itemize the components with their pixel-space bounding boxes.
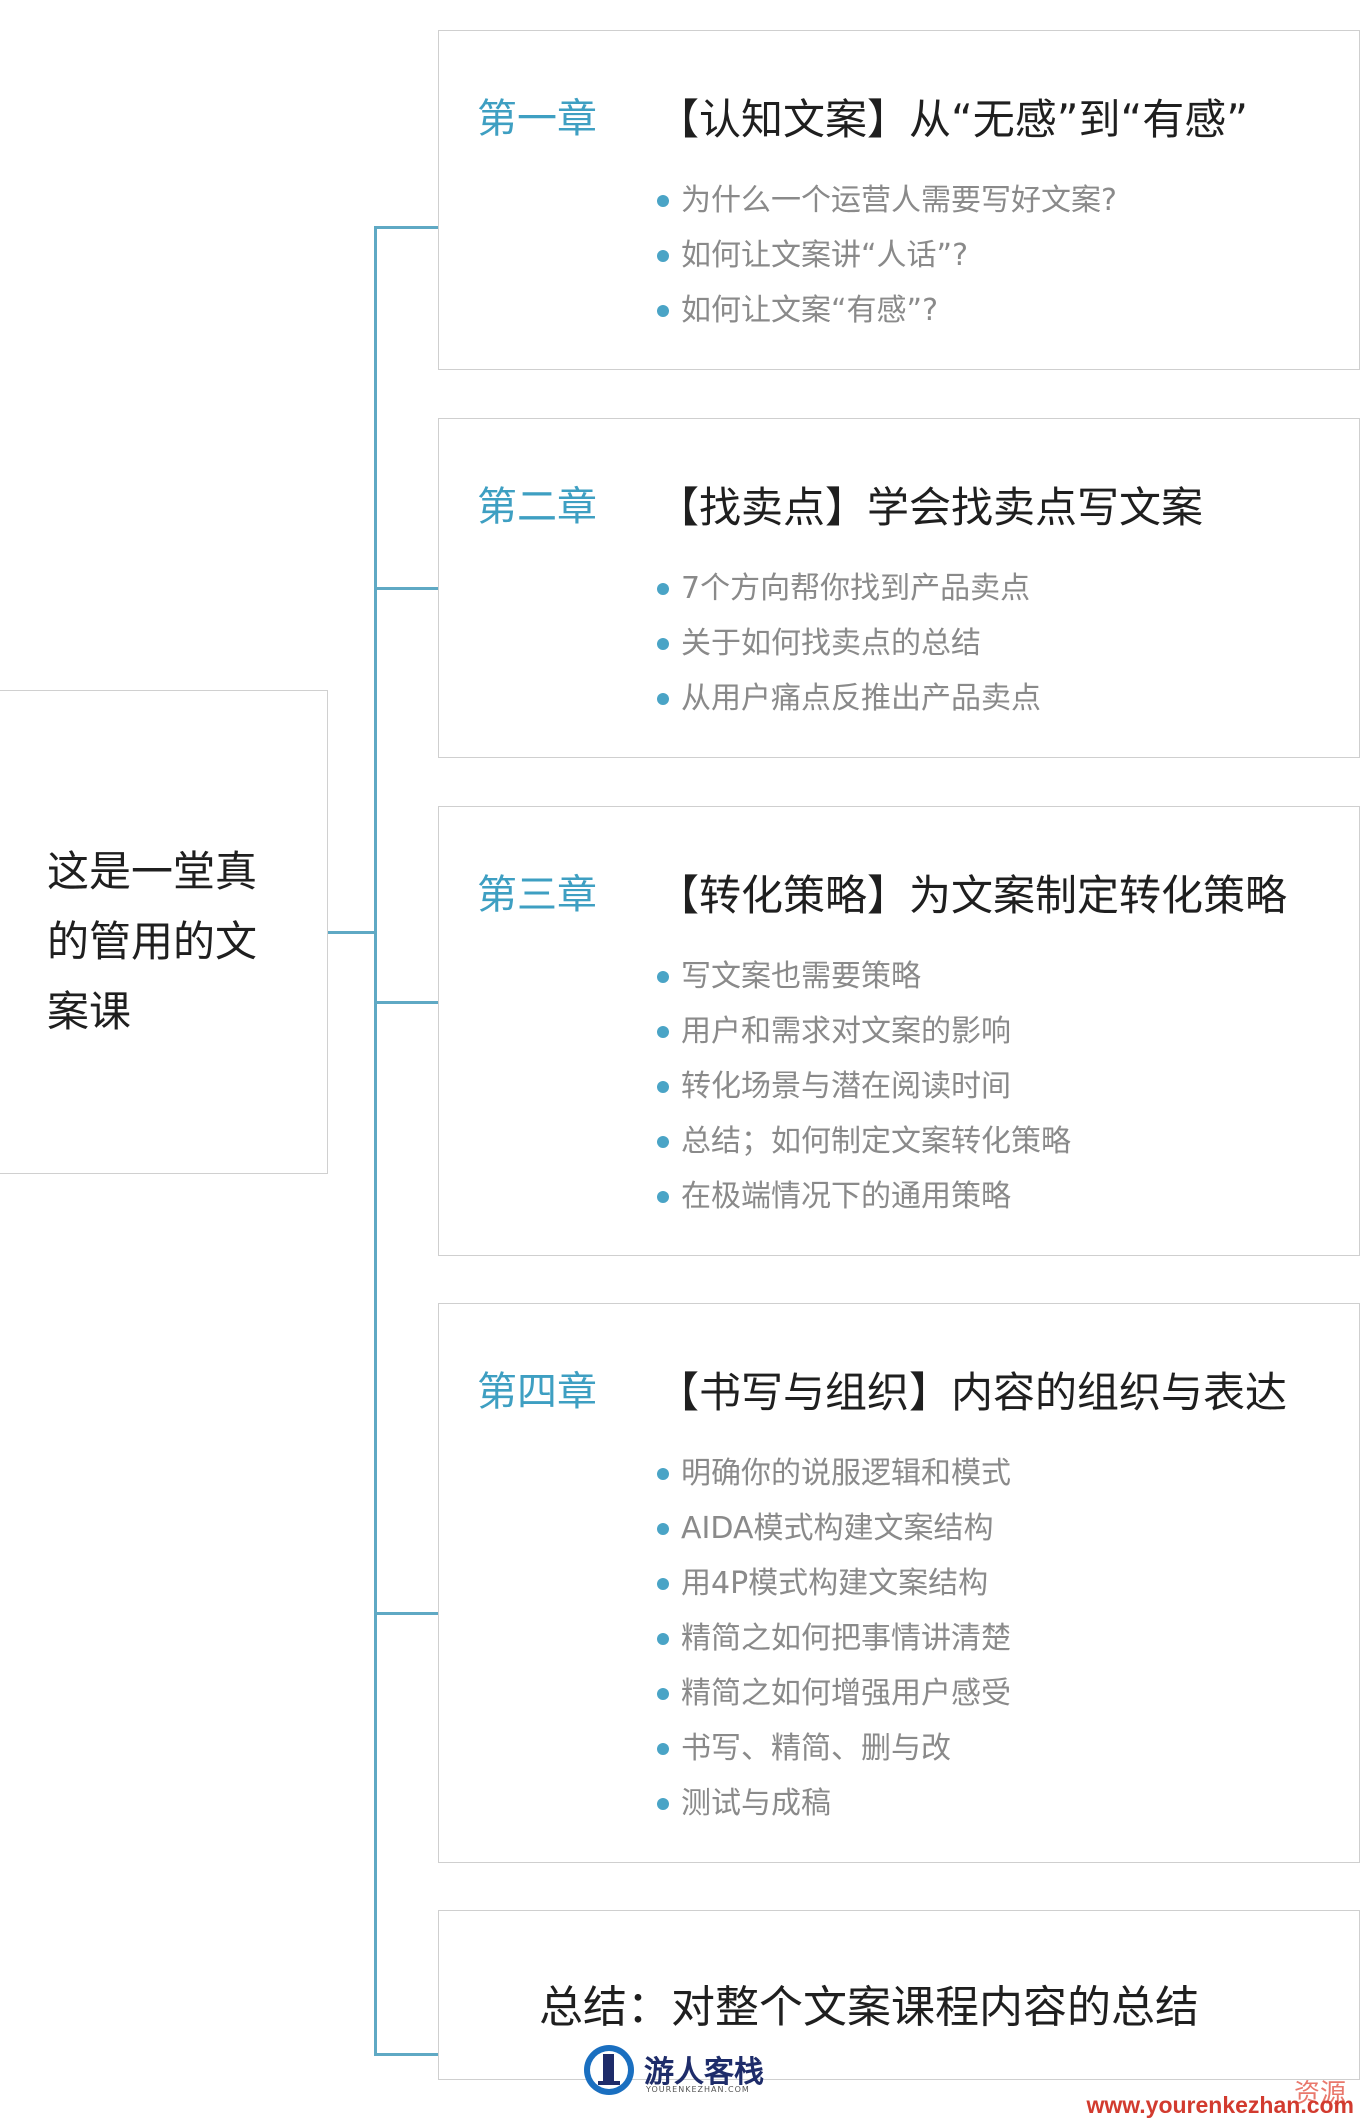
list-item: 写文案也需要策略 [657,949,1071,1004]
connector-chapter-1 [374,226,438,229]
connector-summary [374,2053,438,2056]
list-item: 测试与成稿 [657,1776,1011,1831]
chapter-2-label: 第二章 [477,484,597,530]
bullet-icon [657,1467,669,1480]
site-logo: 游人客栈 YOURENKEZHAN.COM [582,2043,782,2107]
chapter-3-node: 第三章 【转化策略】为文案制定转化策略 写文案也需要策略 用户和需求对文案的影响… [438,806,1360,1256]
watermark-url: www.yourenkezhan.com [1086,2092,1354,2118]
list-item: 关于如何找卖点的总结 [657,616,1041,671]
list-item: 书写、精简、删与改 [657,1721,1011,1776]
bullet-icon [657,1632,669,1645]
list-item: 如何让文案讲“人话”? [657,228,1117,283]
bullet-icon [657,1742,669,1755]
bullet-icon [657,1190,669,1203]
bullet-icon [657,970,669,983]
chapter-1-label: 第一章 [477,96,597,142]
chapter-1-title: 【认知文案】从“无感”到“有感” [657,95,1249,144]
connector-chapter-3 [374,1001,438,1004]
connector-trunk [374,226,377,2056]
list-item: 总结；如何制定文案转化策略 [657,1114,1071,1169]
bullet-icon [657,304,669,317]
bullet-icon [657,582,669,595]
bullet-icon [657,1025,669,1038]
bullet-icon [657,1797,669,1810]
chapter-1-node: 第一章 【认知文案】从“无感”到“有感” 为什么一个运营人需要写好文案? 如何让… [438,30,1360,370]
list-item: 在极端情况下的通用策略 [657,1169,1071,1224]
list-item: 7个方向帮你找到产品卖点 [657,561,1041,616]
bullet-icon [657,1577,669,1590]
chapter-4-label: 第四章 [477,1369,597,1415]
chapter-4-title: 【书写与组织】内容的组织与表达 [657,1368,1288,1417]
chapter-2-item-list: 7个方向帮你找到产品卖点 关于如何找卖点的总结 从用户痛点反推出产品卖点 [657,561,1041,726]
bullet-icon [657,1687,669,1700]
list-item: 从用户痛点反推出产品卖点 [657,671,1041,726]
bullet-icon [657,692,669,705]
connector-chapter-4 [374,1612,438,1615]
list-item: 明确你的说服逻辑和模式 [657,1446,1011,1501]
chapter-2-title: 【找卖点】学会找卖点写文案 [657,483,1204,532]
list-item: AIDA模式构建文案结构 [657,1501,1011,1556]
bullet-icon [657,1135,669,1148]
connector-chapter-2 [374,587,438,590]
chapter-3-label: 第三章 [477,872,597,918]
list-item: 精简之如何把事情讲清楚 [657,1611,1011,1666]
logo-cn-text: 游人客栈 [644,2055,764,2090]
root-title: 这是一堂真的管用的文案课 [47,847,258,1036]
list-item: 用户和需求对文案的影响 [657,1004,1071,1059]
list-item: 用4P模式构建文案结构 [657,1556,1011,1611]
logo-mark-icon [584,2045,634,2095]
chapter-3-item-list: 写文案也需要策略 用户和需求对文案的影响 转化场景与潜在阅读时间 总结；如何制定… [657,949,1071,1224]
list-item: 精简之如何增强用户感受 [657,1666,1011,1721]
chapter-4-node: 第四章 【书写与组织】内容的组织与表达 明确你的说服逻辑和模式 AIDA模式构建… [438,1303,1360,1863]
bullet-icon [657,249,669,262]
chapter-3-title: 【转化策略】为文案制定转化策略 [657,871,1288,920]
bullet-icon [657,637,669,650]
logo-en-text: YOURENKEZHAN.COM [646,2085,750,2094]
chapter-2-node: 第二章 【找卖点】学会找卖点写文案 7个方向帮你找到产品卖点 关于如何找卖点的总… [438,418,1360,758]
chapter-4-item-list: 明确你的说服逻辑和模式 AIDA模式构建文案结构 用4P模式构建文案结构 精简之… [657,1446,1011,1831]
list-item: 为什么一个运营人需要写好文案? [657,173,1117,228]
list-item: 转化场景与潜在阅读时间 [657,1059,1071,1114]
connector-root [328,931,376,934]
bullet-icon [657,1522,669,1535]
summary-node: 总结：对整个文案课程内容的总结 [438,1910,1360,2080]
bullet-icon [657,194,669,207]
list-item: 如何让文案“有感”? [657,283,1117,338]
root-node: 这是一堂真的管用的文案课 [0,690,328,1174]
watermark-cn: 资源 [1293,2079,1346,2109]
chapter-1-item-list: 为什么一个运营人需要写好文案? 如何让文案讲“人话”? 如何让文案“有感”? [657,173,1117,338]
summary-text: 总结：对整个文案课程内容的总结 [539,1982,1199,2033]
bullet-icon [657,1080,669,1093]
